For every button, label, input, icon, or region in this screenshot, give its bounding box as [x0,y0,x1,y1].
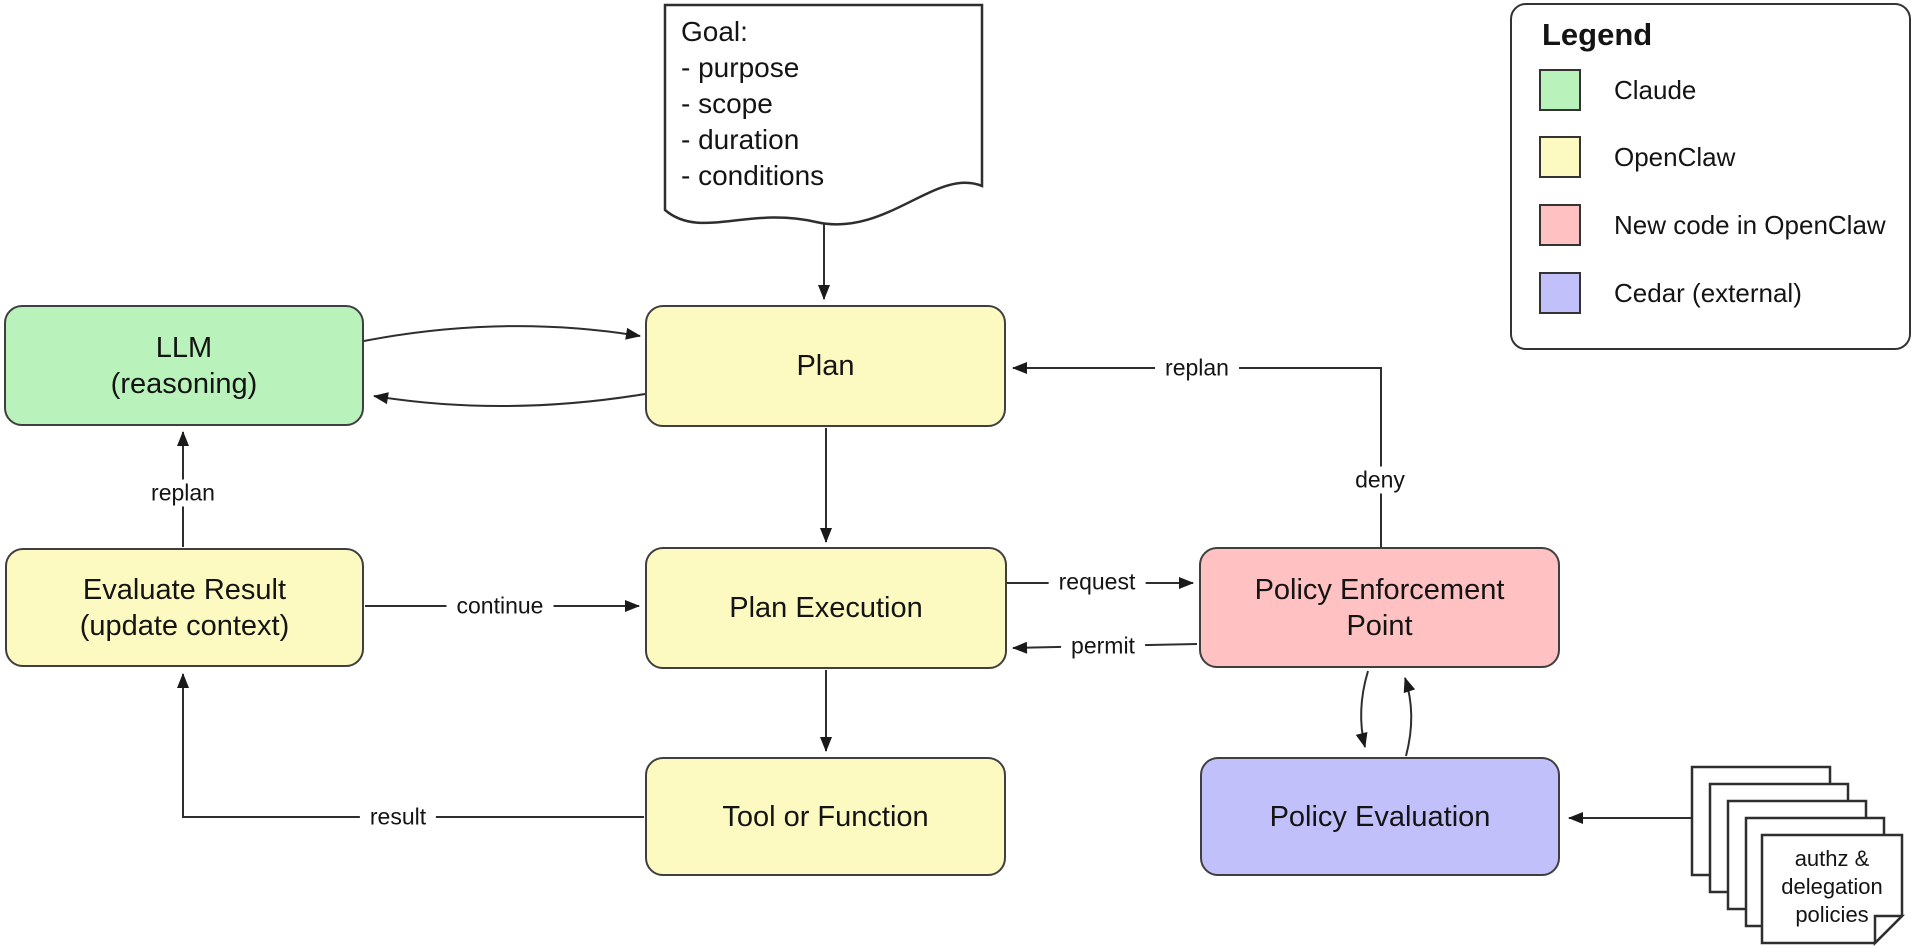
edge-llm-to-plan [363,325,641,342]
node-llm: LLM (reasoning) [4,305,364,426]
goal-document-shape [663,3,984,226]
legend-label-cedar: Cedar (external) [1614,277,1802,308]
goal-note-text: Goal: - purpose - scope - duration - con… [681,16,825,191]
edge-label-replan-right: replan [1155,354,1239,382]
policies-note-text: authz & delegation policies [1781,846,1883,927]
legend-label-openclaw: OpenClaw [1614,141,1736,172]
legend-swatch-new-code [1539,204,1581,246]
legend-row-new-code: New code in OpenClaw [1539,204,1886,246]
edge-policy-evaluation-to-pep [1403,677,1416,757]
edge-label-permit: permit [1061,632,1145,660]
edge-pep-to-plan-deny-replan [1012,362,1382,547]
legend-row-claude: Claude [1539,69,1696,111]
legend-title: Legend [1542,17,1653,52]
policy-sheet-fold-corner [1873,914,1906,947]
edge-label-replan-left: replan [141,479,225,507]
node-plan: Plan [645,305,1006,427]
legend-swatch-openclaw [1539,136,1581,178]
node-tool-or-function: Tool or Function [645,757,1006,876]
edge-pep-to-policy-evaluation [1355,670,1369,748]
node-policy-enforcement-point: Policy Enforcement Point [1199,547,1560,668]
node-policy-evaluation: Policy Evaluation [1200,757,1560,876]
node-plan-execution: Plan Execution [645,547,1007,669]
edge-label-result: result [359,803,437,831]
legend-row-cedar: Cedar (external) [1539,272,1802,314]
edge-plan-to-llm [373,392,646,408]
legend-swatch-claude [1539,69,1581,111]
legend-label-claude: Claude [1614,74,1697,105]
legend-row-openclaw: OpenClaw [1539,136,1735,178]
edge-label-request: request [1048,568,1146,596]
edge-tool-to-evaluate-result [177,673,644,818]
legend: Legend Claude OpenClaw New code in OpenC… [1510,3,1911,350]
legend-label-new-code: New code in OpenClaw [1614,209,1886,240]
edge-label-deny: deny [1345,466,1415,494]
edge-label-continue: continue [446,592,554,620]
legend-swatch-cedar [1539,272,1581,314]
node-evaluate-result: Evaluate Result (update context) [5,548,364,667]
